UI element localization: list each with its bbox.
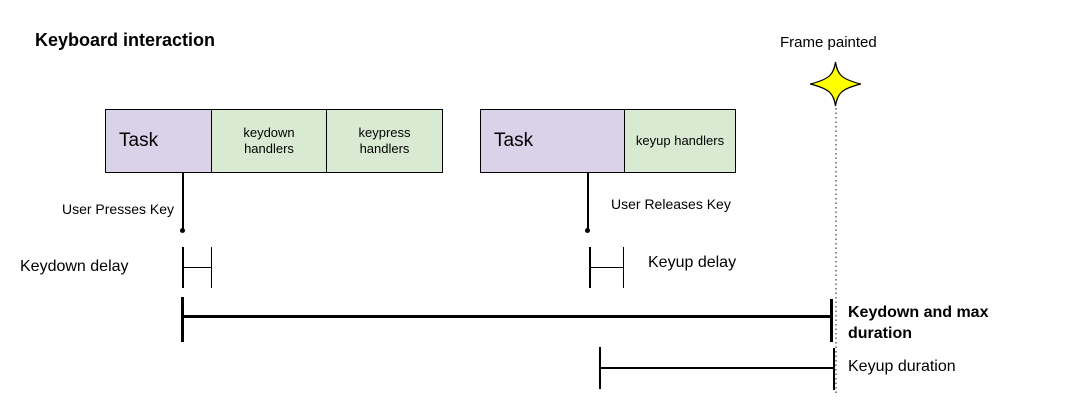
keydown-max-duration-label: Keydown and max duration <box>848 304 989 342</box>
task-label: Task <box>119 130 159 151</box>
sparkle-star-shape <box>810 61 861 107</box>
user-presses-key-arrow <box>182 173 184 229</box>
interval-tick <box>210 247 212 288</box>
keypress-handlers-label: keypress handlers <box>358 125 411 156</box>
task-segment: Task <box>481 110 624 172</box>
keydown-handlers-segment: keydown handlers <box>211 110 326 172</box>
keyup-duration-line <box>599 367 834 369</box>
task-label: Task <box>494 130 534 151</box>
keydown-delay-interval <box>182 247 212 288</box>
keyup-duration-label: Keyup duration <box>848 358 956 375</box>
keydown-delay-label: Keydown delay <box>20 258 129 275</box>
task-segment: Task <box>106 110 211 172</box>
keydown-handlers-label: keydown handlers <box>243 125 295 156</box>
keydown-duration-right-tick <box>830 299 833 342</box>
user-releases-key-arrowhead <box>585 228 590 233</box>
keypress-handlers-segment: keypress handlers <box>326 110 442 172</box>
keyup-handlers-segment: keyup handlers <box>624 110 735 172</box>
keyup-task-bar: Task keyup handlers <box>480 109 736 173</box>
keydown-task-bar: Task keydown handlers keypress handlers <box>105 109 443 173</box>
sparkle-star-icon <box>810 61 861 107</box>
keyup-delay-interval <box>589 247 624 288</box>
interval-tick <box>622 247 624 288</box>
keyup-duration-right-tick <box>833 348 835 390</box>
keydown-duration-left-tick <box>181 297 184 342</box>
frame-painted-label: Frame painted <box>780 34 877 51</box>
diagram-title: Keyboard interaction <box>35 30 216 50</box>
user-releases-key-label: User Releases Key <box>611 196 731 212</box>
keyup-delay-label: Keyup delay <box>648 254 737 271</box>
keyup-handlers-label: keyup handlers <box>635 133 725 148</box>
interval-line <box>182 266 212 268</box>
user-presses-key-arrowhead <box>180 228 185 233</box>
user-presses-key-label: User Presses Key <box>61 201 174 217</box>
user-releases-key-arrow <box>587 173 589 229</box>
keydown-duration-line <box>183 315 832 318</box>
frame-painted-guideline <box>835 108 837 393</box>
interval-line <box>589 266 624 268</box>
